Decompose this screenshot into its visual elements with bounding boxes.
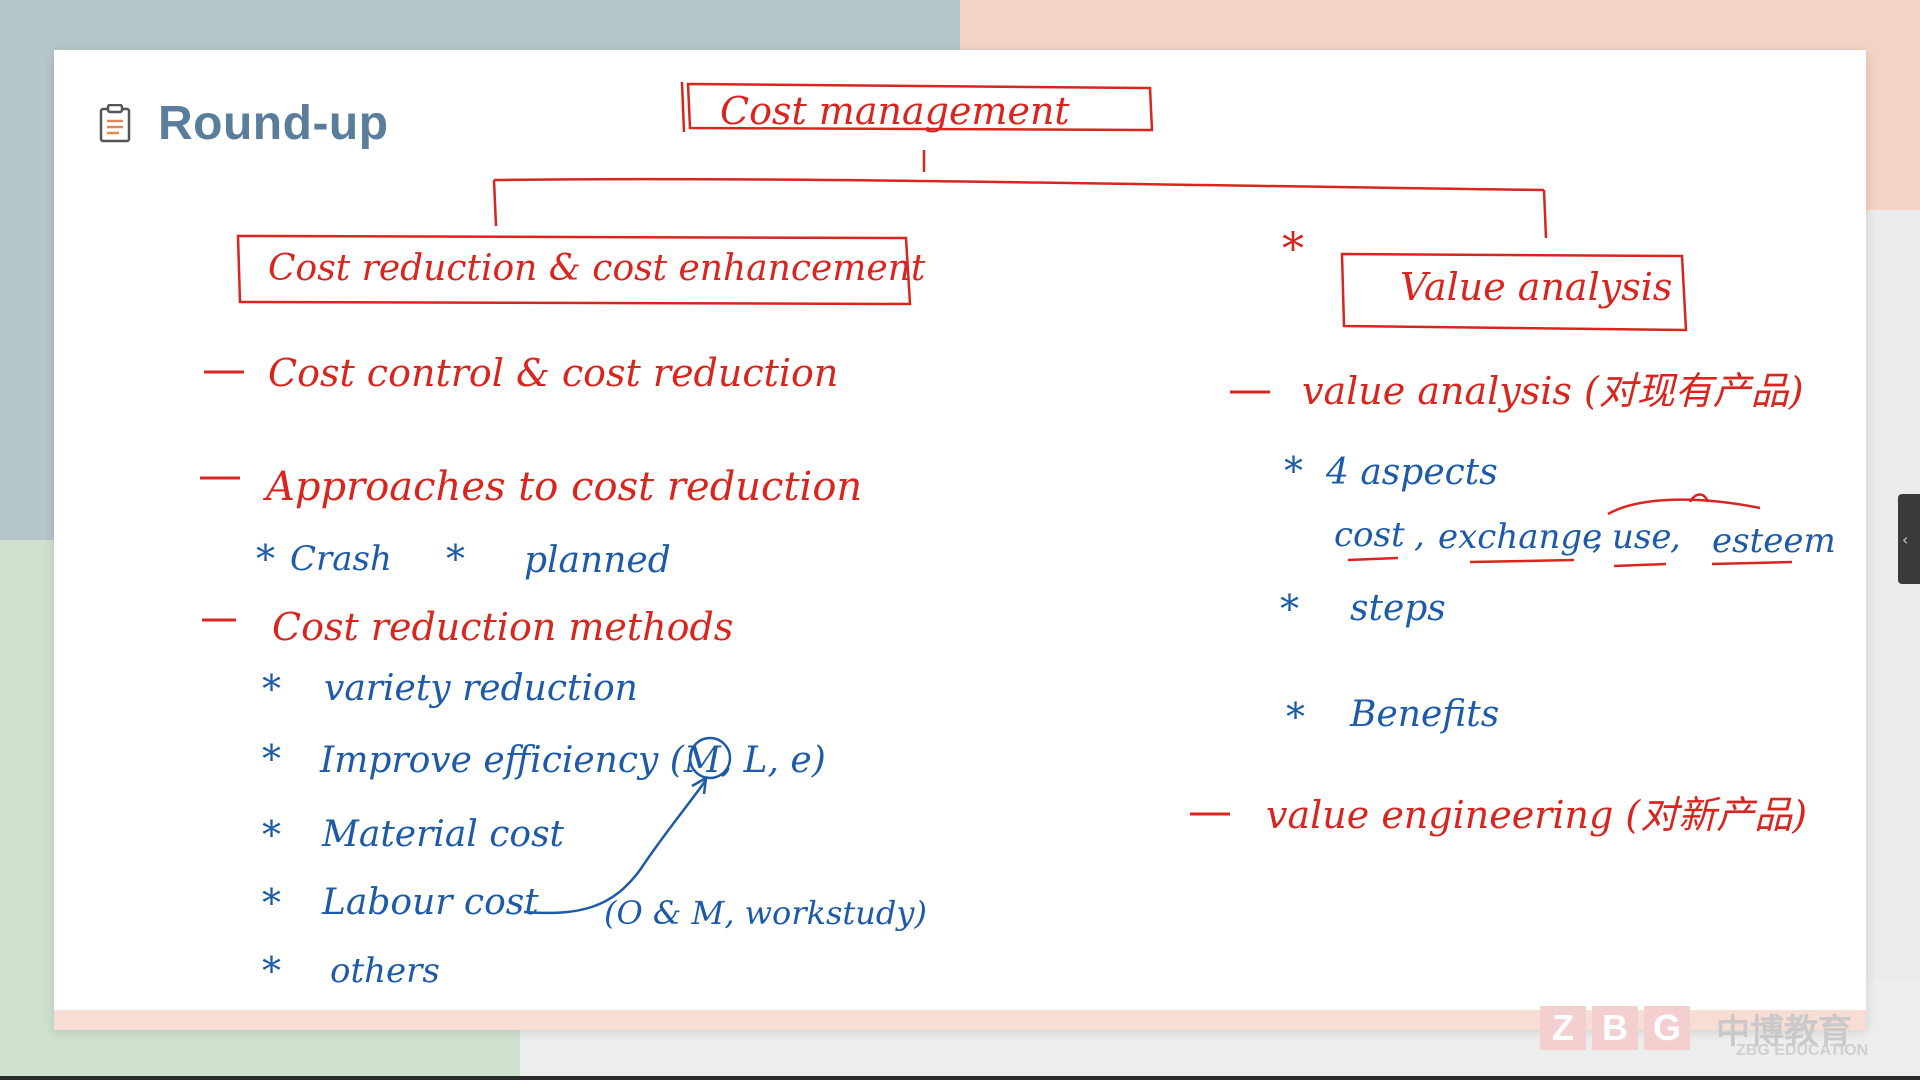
steps-star: * <box>1280 587 1299 631</box>
aspect-use: use <box>1612 517 1671 557</box>
method-star-3: * <box>262 813 281 857</box>
right-heading-box <box>1340 252 1688 332</box>
bottom-strip <box>0 1076 1920 1080</box>
method-2: Improve efficiency (M, L, e) <box>319 740 826 781</box>
method-star-1: * <box>262 667 281 711</box>
aspect-cost: cost <box>1334 515 1405 555</box>
method-star-2: * <box>262 737 281 781</box>
watermark-letter-z: Z <box>1540 1006 1586 1050</box>
method-3: Material cost <box>321 814 565 855</box>
left-heading-box <box>236 234 912 306</box>
root-label: Cost management <box>720 89 1070 133</box>
approach-crash: Crash <box>290 539 392 579</box>
method-5: others <box>330 951 440 991</box>
method-star-4: * <box>262 881 281 925</box>
arrow-line <box>523 779 708 915</box>
aspect-comma-2: , <box>1592 517 1603 557</box>
method-4-note: (O & M, workstudy) <box>604 894 927 932</box>
right-item-1: value analysis (对现有产品) <box>1302 369 1804 413</box>
left-item-1: Cost control & cost reduction <box>268 351 838 395</box>
right-dashes <box>1190 390 1270 816</box>
slide-footer-bar <box>54 1010 1866 1030</box>
side-panel-toggle[interactable]: ‹ <box>1898 494 1920 584</box>
aspect-esteem: esteem <box>1712 521 1836 561</box>
left-item-2: Approaches to cost reduction <box>262 464 862 510</box>
tree-connectors <box>492 150 1548 239</box>
aspect-comma-1: , <box>1414 515 1425 555</box>
approach-star-1: * <box>256 537 275 581</box>
method-star-5: * <box>262 949 281 993</box>
benefits-star: * <box>1286 695 1305 739</box>
right-heading: Value analysis <box>1400 265 1672 309</box>
aspects-label: 4 aspects <box>1325 452 1498 493</box>
arrow-head <box>691 775 708 795</box>
clipboard-icon <box>99 104 131 143</box>
watermark-letter-g: G <box>1644 1006 1690 1050</box>
left-item-3: Cost reduction methods <box>272 605 733 649</box>
aspect-exchange: exchange <box>1438 517 1602 557</box>
method-2-circle <box>688 736 732 780</box>
chevron-left-icon: ‹ <box>1902 530 1909 549</box>
benefits-label: Benefits <box>1349 694 1499 735</box>
left-dashes <box>200 370 244 622</box>
watermark-sub: ZBG EDUCATION <box>1736 1042 1869 1059</box>
watermark-letter-b: B <box>1592 1006 1638 1050</box>
root-box <box>680 81 1154 133</box>
left-heading: Cost reduction & cost enhancement <box>268 248 926 289</box>
aspect-comma-3: , <box>1670 517 1681 557</box>
page-title: Round-up <box>158 97 389 150</box>
approach-star-2: * <box>446 537 465 581</box>
aspect-underlines <box>1347 493 1793 568</box>
watermark-brand: 中博教育 <box>1716 1012 1852 1052</box>
steps-label: steps <box>1350 588 1446 629</box>
aspects-star: * <box>1284 449 1303 493</box>
method-1: variety reduction <box>324 668 638 709</box>
slide-canvas <box>54 50 1866 1030</box>
right-item-2: value engineering (对新产品) <box>1266 793 1807 837</box>
right-heading-star: * <box>1282 224 1304 275</box>
method-4: Labour cost <box>321 882 539 923</box>
approach-planned: planned <box>524 540 671 581</box>
